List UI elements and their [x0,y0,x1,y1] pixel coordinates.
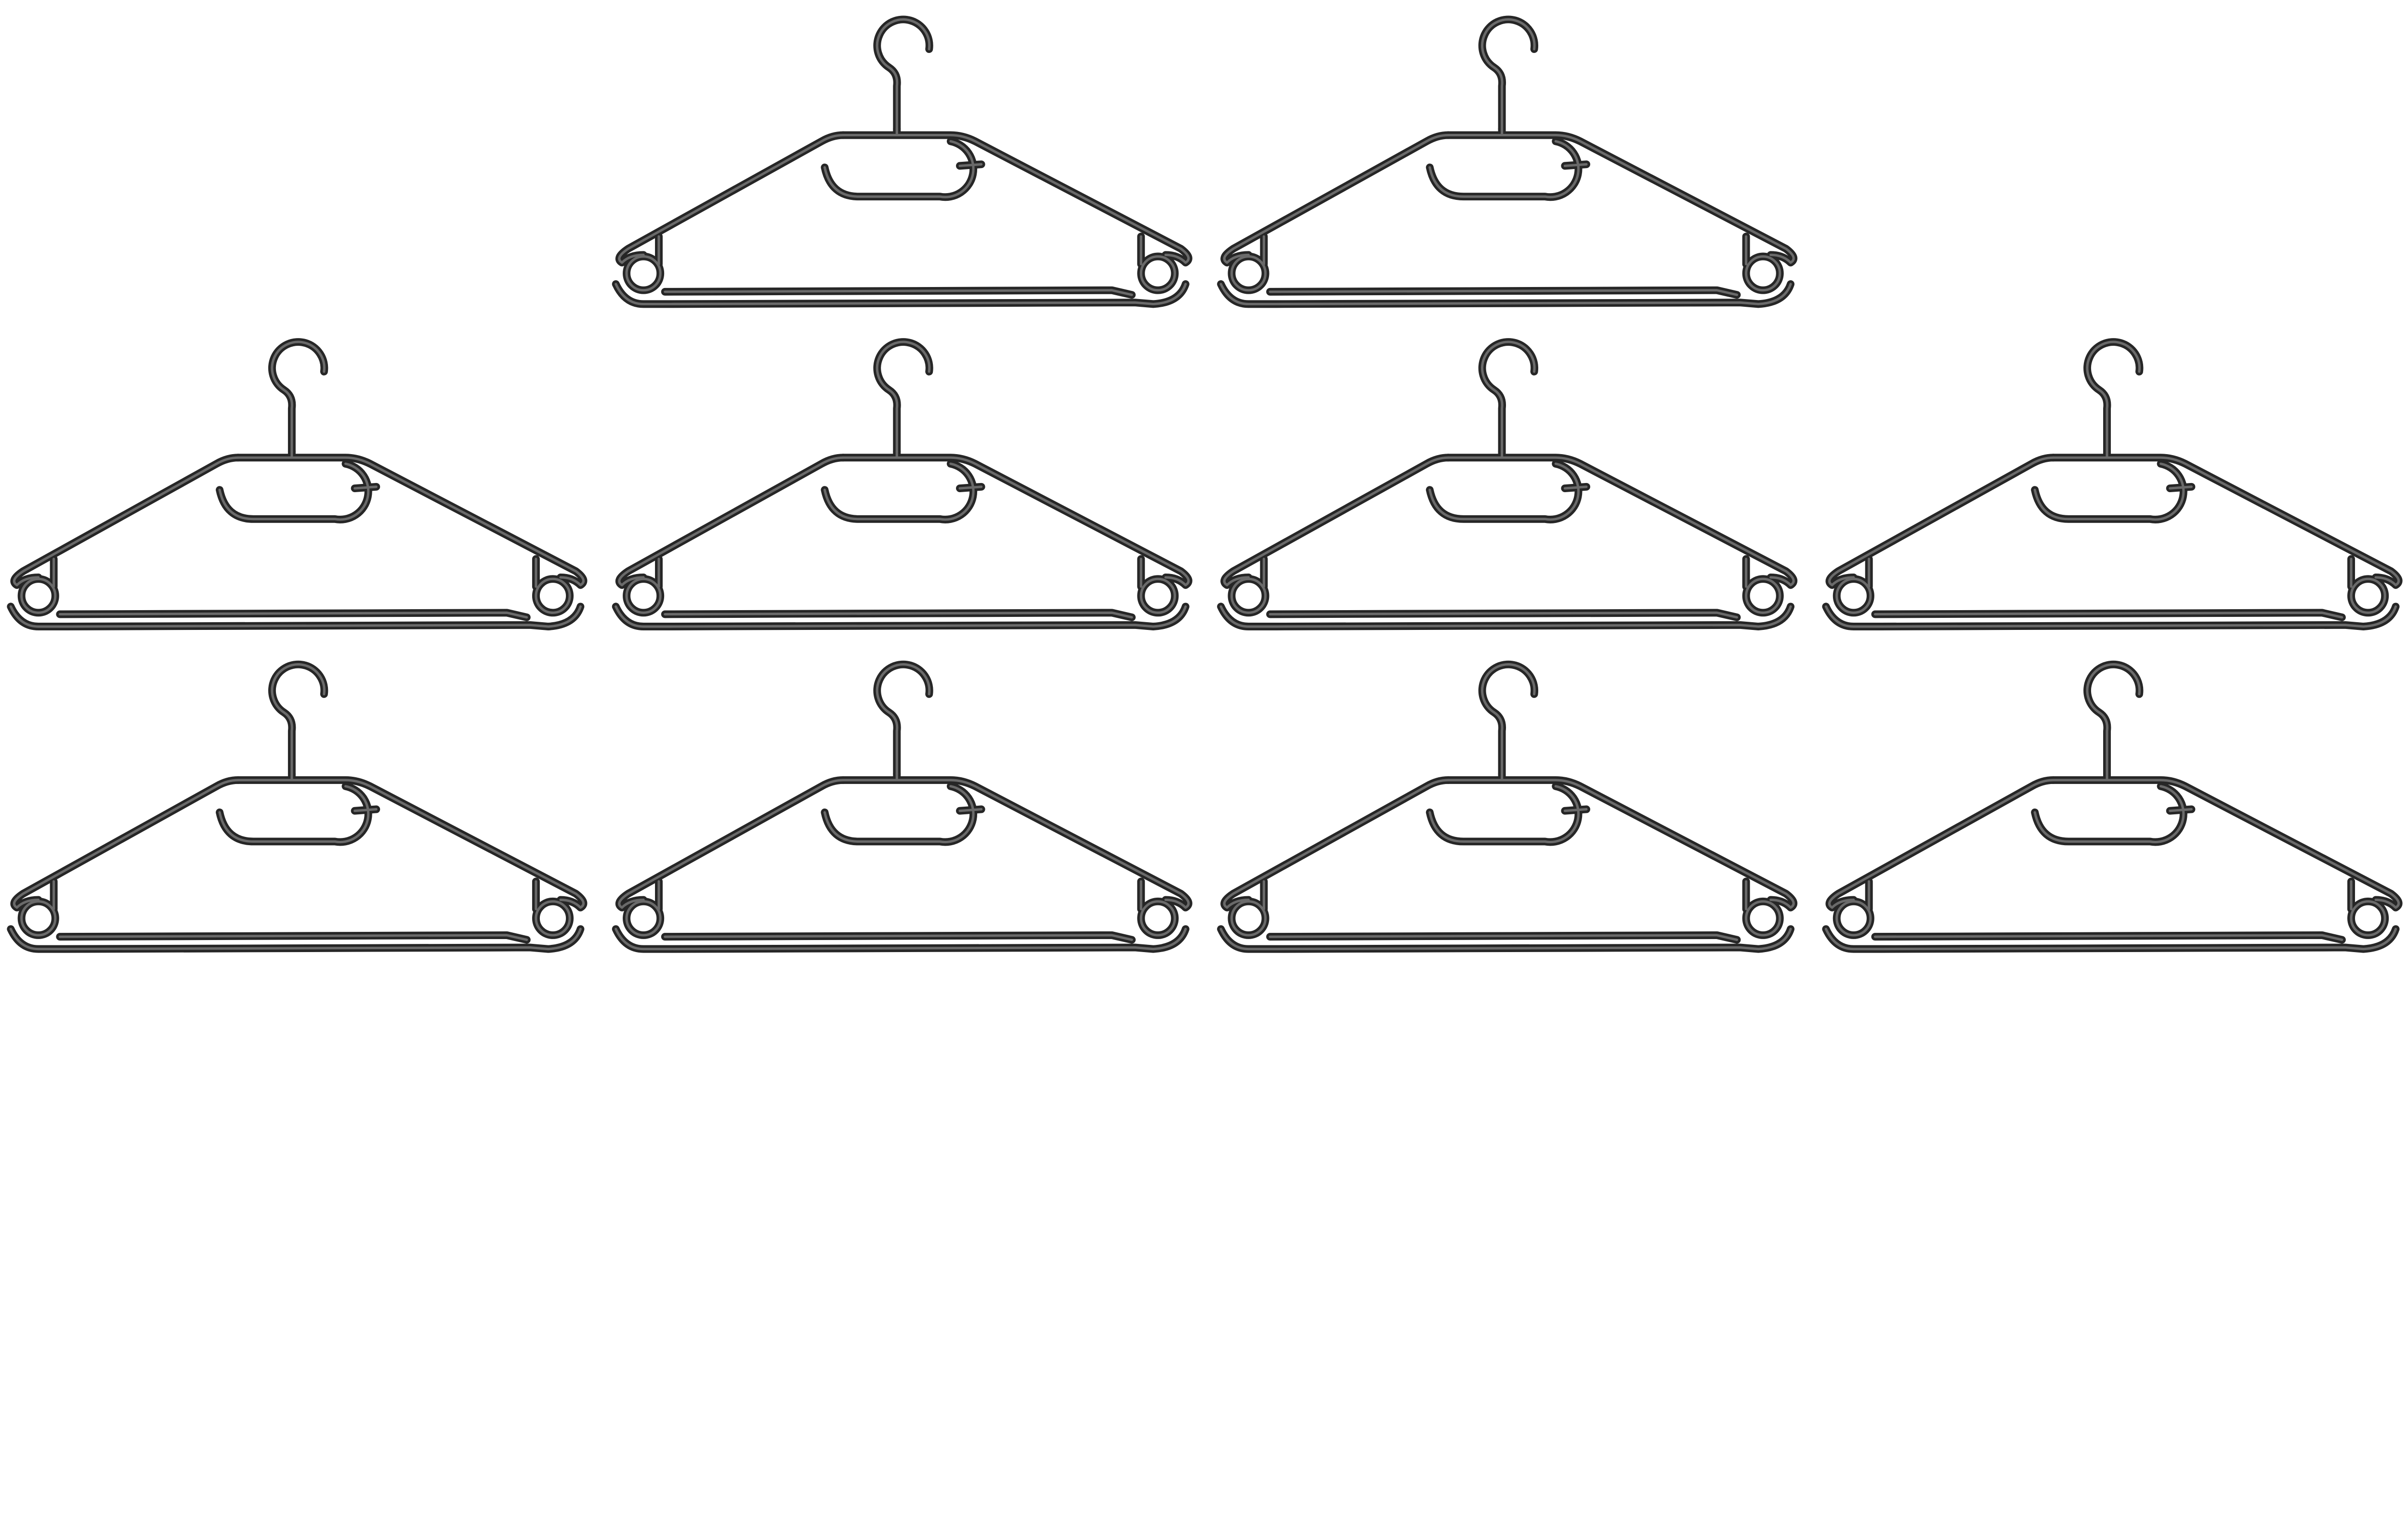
clothes-hanger [11,342,583,627]
clothes-hanger [616,19,1189,304]
clothes-hanger [1826,665,2398,949]
clothes-hanger [616,665,1189,949]
clothes-hanger [1221,342,1793,627]
hanger-product-image [0,0,2408,955]
clothes-hanger [1221,665,1793,949]
clothes-hanger [1826,342,2398,627]
hanger-group [11,19,2398,949]
clothes-hanger [616,342,1189,627]
clothes-hanger [1221,19,1793,304]
clothes-hanger [11,665,583,949]
